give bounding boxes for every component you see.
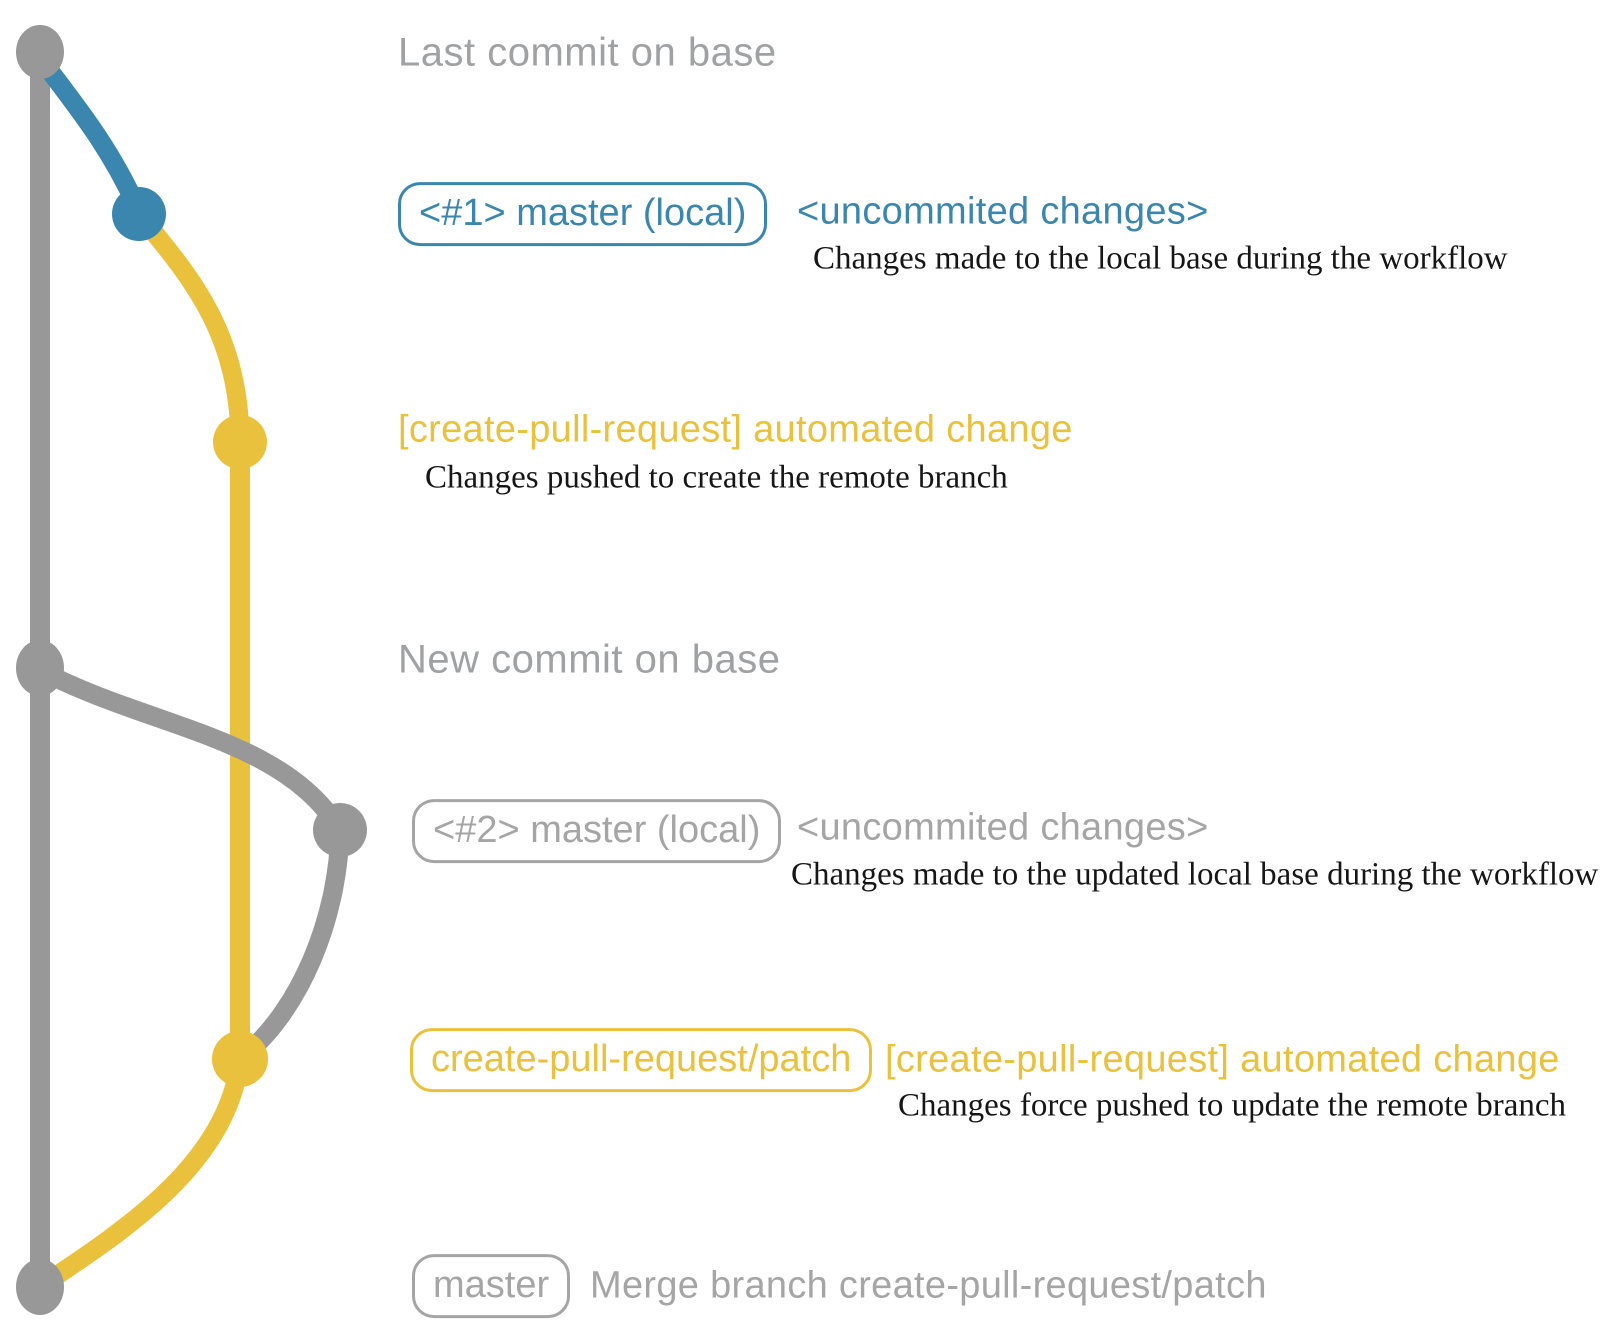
commit-title-automated-change-2: [create-pull-request] automated change [885,1038,1560,1081]
commit-desc-force-pushed-update: Changes force pushed to update the remot… [898,1087,1567,1124]
commit-dot-merge [16,1259,64,1315]
note-new-commit-on-base: New commit on base [398,637,781,682]
commit-title-automated-change-1: [create-pull-request] automated change [398,408,1073,451]
commit-graph [16,25,367,1315]
commit-desc-pushed-to-create-branch: Changes pushed to create the remote bran… [425,459,1008,496]
branch-badge-master-local-2: <#2> master (local) [412,799,782,863]
commit-title-uncommited-changes-2: <uncommited changes> [797,806,1209,849]
commit-dot-last-base [16,25,64,79]
branch-badge-master-local-1: <#1> master (local) [398,182,768,246]
commit-desc-local-base-changes: Changes made to the local base during th… [813,240,1508,277]
branch-badge-master: master [412,1254,571,1318]
commit-title-merge-branch: Merge branch create-pull-request/patch [590,1264,1267,1307]
edge-base-to-local-master-1 [30,48,149,222]
commit-dot-local-master-2 [313,803,367,857]
commit-dot-patch-1 [213,415,267,469]
edge-patch-2-to-merge [34,1049,250,1294]
commit-title-uncommited-changes-1: <uncommited changes> [797,190,1209,233]
commit-dot-new-base [16,640,64,696]
edge-base-to-local-master-2 [30,660,350,840]
edge-local-1-to-patch-1 [129,204,250,452]
edge-local-2-to-patch-2 [237,820,350,1063]
branch-badge-create-pull-request-patch: create-pull-request/patch [410,1028,873,1092]
commit-dot-local-master-1 [112,187,166,241]
note-last-commit-on-base: Last commit on base [398,30,777,75]
commit-dot-patch-2 [212,1031,268,1087]
commit-desc-updated-local-base-changes: Changes made to the updated local base d… [791,856,1599,893]
